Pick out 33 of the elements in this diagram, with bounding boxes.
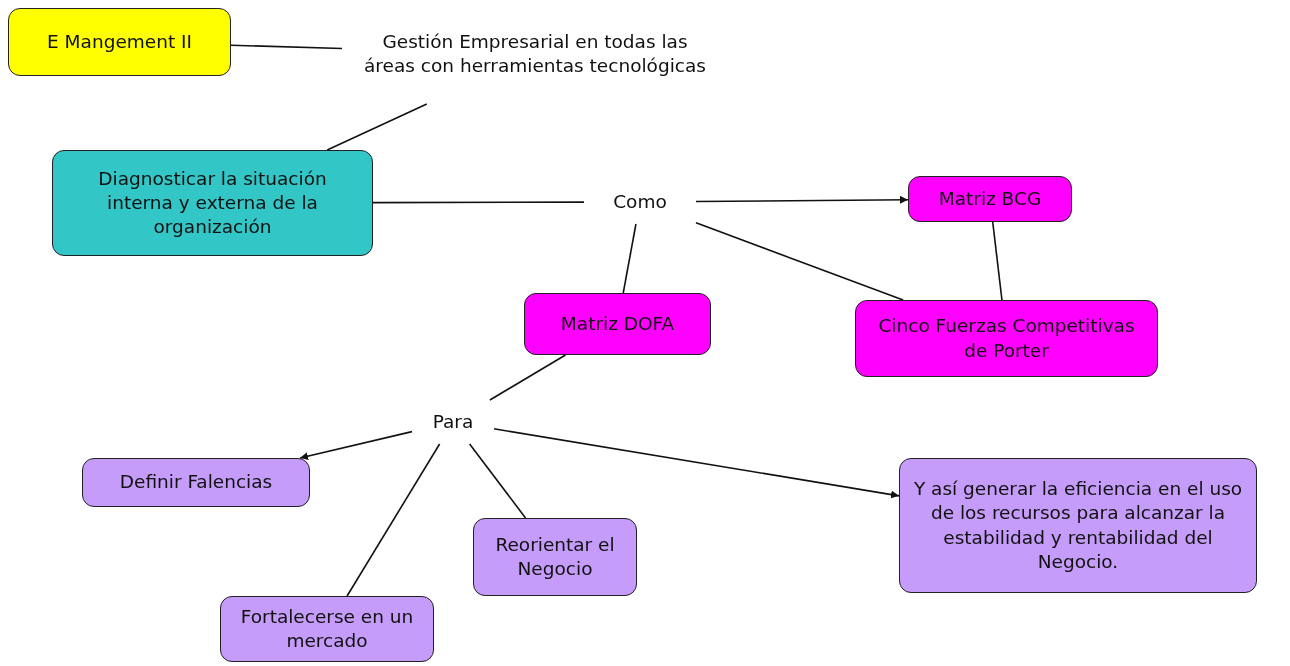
arrow [299, 430, 413, 461]
arrow [695, 195, 909, 204]
connector-line [622, 223, 637, 294]
linking-phrase: Para [432, 410, 474, 434]
concept-box [908, 176, 1072, 222]
connector-line [468, 443, 527, 519]
concept-box [220, 596, 434, 662]
concept-text: Definir Falencias [119, 470, 273, 495]
concept-text: Cinco Fuerzas Competitivas de Porter [877, 314, 1136, 363]
connector-line [372, 201, 585, 204]
concept-text: E Mangement II [47, 29, 192, 54]
concept-box [524, 293, 711, 355]
concept-box [855, 300, 1158, 377]
connector-line [326, 103, 428, 151]
connector-line [230, 44, 343, 50]
concept-text: Y así generar la eficiencia en el uso de los recursos para alcanzar la estabilidad y rentabilidad del Negocio. [912, 477, 1244, 574]
concept-text: Diagnosticar la situación interna y externa de la organización [97, 166, 328, 239]
concept-text: Fortalecerse en un mercado [239, 604, 415, 653]
linking-phrase: Gestión Empresarial en todas las áreas con herramientas tecnológicas [363, 29, 707, 78]
concept-text: Reorientar el Negocio [494, 532, 616, 581]
connector-line [489, 354, 567, 401]
concept-box [52, 150, 373, 256]
concept-text: Matriz BCG [938, 186, 1042, 211]
connector-line [695, 222, 904, 301]
concept-box [899, 458, 1257, 593]
connector-line [991, 221, 1003, 301]
concept-box [82, 458, 310, 507]
concept-box [8, 8, 231, 76]
linking-phrase: Como [613, 190, 667, 214]
concept-box [473, 518, 637, 596]
concept-text: Matriz DOFA [560, 311, 675, 336]
connector-line [346, 443, 441, 597]
arrow [493, 428, 900, 499]
